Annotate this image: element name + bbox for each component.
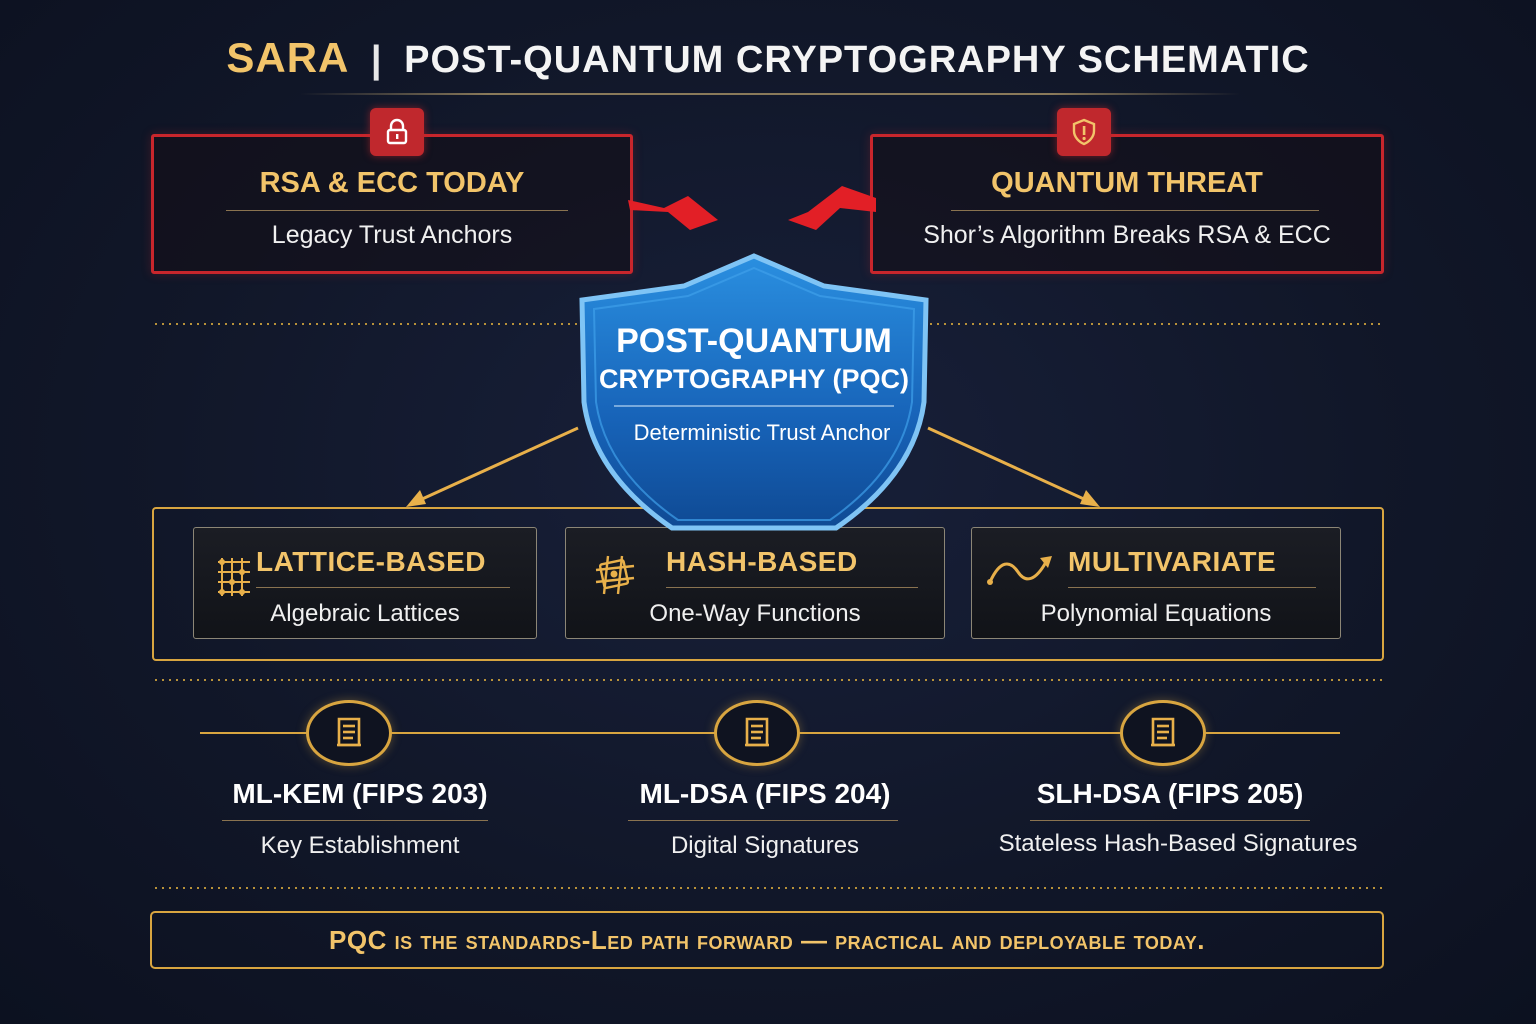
lock-icon — [370, 108, 424, 156]
family-divider-hash — [666, 587, 918, 588]
family-card-lattice: LATTICE-BASED Algebraic Lattices — [193, 527, 537, 639]
lattice-grid-icon — [218, 558, 250, 596]
arrow-to-lattice — [406, 426, 579, 507]
document-scroll-icon — [337, 717, 361, 747]
family-card-multivariate: MULTIVARIATE Polynomial Equations — [971, 527, 1341, 639]
family-divider-lattice — [256, 587, 510, 588]
family-subtitle-hash: One-Way Functions — [649, 600, 861, 627]
family-title-hash: HASH-BASED — [666, 546, 858, 577]
threat-card-subtitle: Shor’s Algorithm Breaks RSA & ECC — [923, 221, 1331, 249]
family-subtitle-multivariate: Polynomial Equations — [1040, 600, 1272, 627]
footer-banner: PQC is the standards-Led path forward — … — [150, 911, 1384, 969]
standard-title-ml-kem: ML-KEM (FIPS 203) — [232, 778, 488, 809]
page-title: SARA | POST-QUANTUM CRYPTOGRAPHY SCHEMAT… — [0, 34, 1536, 82]
standard-icon-slh-dsa — [1120, 700, 1206, 766]
lightning-arrow-left — [628, 196, 718, 230]
standard-title-ml-dsa: ML-DSA (FIPS 204) — [639, 778, 891, 809]
legacy-card: RSA & ECC TODAY Legacy Trust Anchors — [151, 134, 633, 274]
standard-title-slh-dsa: SLH-DSA (FIPS 205) — [1036, 778, 1304, 809]
threat-card-title: QUANTUM THREAT — [991, 167, 1263, 199]
family-title-multivariate: MULTIVARIATE — [1068, 546, 1277, 577]
threat-card: QUANTUM THREAT Shor’s Algorithm Breaks R… — [870, 134, 1384, 274]
brand-name: SARA — [226, 34, 350, 81]
document-scroll-icon — [745, 717, 769, 747]
standard-divider-slh-dsa — [1030, 820, 1310, 821]
arrow-to-multivariate — [927, 426, 1100, 507]
title-separator: | — [370, 39, 383, 81]
standard-icon-ml-dsa — [714, 700, 800, 766]
warning-shield-icon — [1057, 108, 1111, 156]
title-divider — [300, 93, 1240, 95]
legacy-card-subtitle: Legacy Trust Anchors — [271, 221, 513, 249]
standard-subtitle-ml-kem: Key Establishment — [260, 832, 460, 859]
legacy-card-title: RSA & ECC TODAY — [259, 167, 525, 199]
standard-subtitle-slh-dsa: Stateless Hash-Based Signatures — [998, 830, 1358, 857]
standard-icon-ml-kem — [306, 700, 392, 766]
document-scroll-icon — [1151, 717, 1175, 747]
pqc-shield — [579, 253, 929, 531]
lightning-arrow-right — [788, 186, 876, 230]
curve-arrow-icon — [987, 556, 1052, 585]
family-title-lattice: LATTICE-BASED — [256, 546, 486, 577]
family-card-hash: HASH-BASED One-Way Functions — [565, 527, 945, 639]
footer-text: PQC is the standards-Led path forward — … — [329, 924, 1205, 955]
standard-divider-ml-kem — [222, 820, 488, 821]
standard-divider-ml-dsa — [628, 820, 898, 821]
shield-title-line2: CRYPTOGRAPHY (PQC) — [598, 364, 910, 394]
threat-card-divider — [951, 210, 1319, 211]
shield-title-line1: POST-QUANTUM — [616, 322, 892, 360]
standard-subtitle-ml-dsa: Digital Signatures — [670, 832, 860, 859]
family-divider-multivariate — [1068, 587, 1316, 588]
hash-function-icon — [595, 555, 635, 595]
legacy-card-divider — [226, 210, 568, 211]
shield-subtitle: Deterministic Trust Anchor — [633, 420, 891, 445]
family-subtitle-lattice: Algebraic Lattices — [270, 600, 460, 627]
title-text: POST-QUANTUM CRYPTOGRAPHY SCHEMATIC — [404, 39, 1310, 81]
